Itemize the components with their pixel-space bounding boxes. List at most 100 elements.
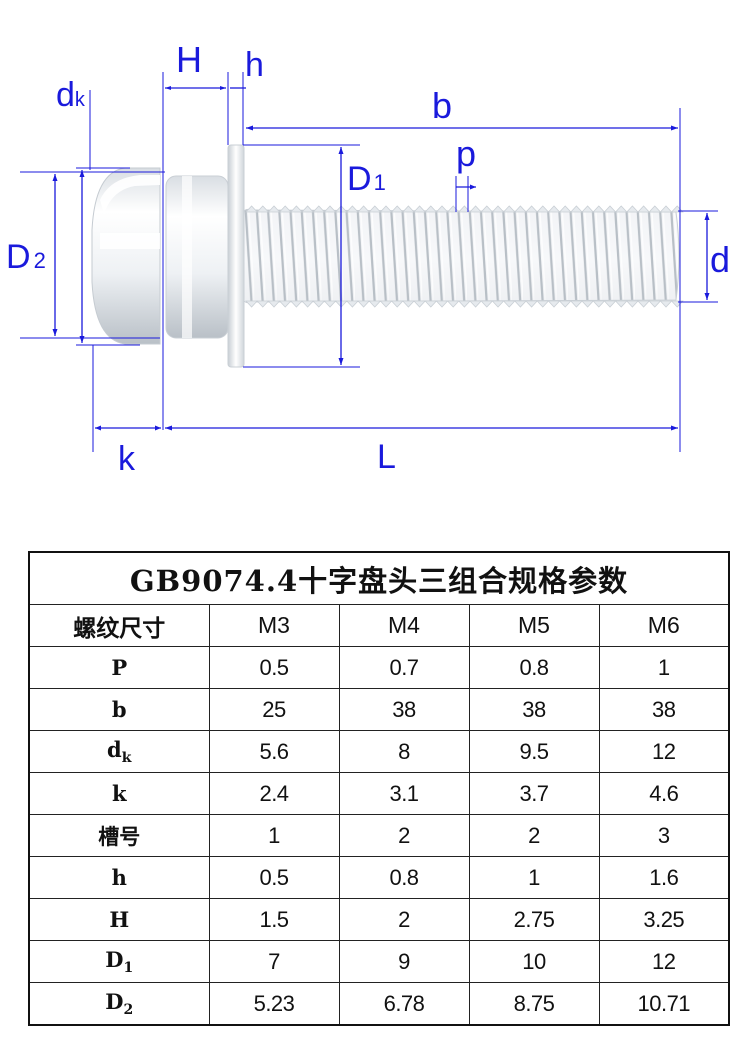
- threaded-shank: [242, 208, 680, 304]
- table-cell: 0.5: [208, 856, 340, 899]
- table-cell: 10: [468, 940, 600, 983]
- row-label: b: [28, 688, 210, 731]
- thread-tooth: [603, 205, 617, 308]
- table-title: GB9074.4十字盘头三组合规格参数: [28, 551, 730, 605]
- thread-tooth: [491, 205, 505, 308]
- thread-tooth: [357, 205, 371, 308]
- label-h: h: [245, 46, 264, 84]
- row-label-text: b: [111, 697, 127, 722]
- header-size: M4: [338, 604, 470, 647]
- thread-tooth: [659, 205, 673, 308]
- row-label-text: P: [111, 655, 128, 680]
- table-cell: 25: [208, 688, 340, 731]
- row-label-text: d: [107, 736, 122, 762]
- thread-tooth: [312, 205, 326, 308]
- row-label-text: h: [111, 865, 127, 890]
- thread-tooth: [435, 205, 449, 308]
- table-cell: 10.71: [598, 982, 730, 1026]
- table-cell: 1.6: [598, 856, 730, 899]
- table-cell: 0.8: [338, 856, 470, 899]
- table-cell: 5.23: [208, 982, 340, 1026]
- row-label: dk: [28, 730, 210, 773]
- thread-tooth: [536, 205, 550, 308]
- thread-tooth: [592, 205, 606, 308]
- thread-tooth: [525, 205, 539, 308]
- row-label-text: 槽号: [98, 823, 141, 849]
- pan-head: [91, 167, 161, 345]
- table-cell: 12: [598, 940, 730, 983]
- thread-tooth: [401, 205, 415, 308]
- table-cell: 1: [468, 856, 600, 899]
- table-header-row: 螺纹尺寸 M3 M4 M5 M6: [28, 604, 730, 647]
- spring-washer: [165, 175, 229, 339]
- row-label: 槽号: [28, 814, 210, 857]
- table-cell: 2: [468, 814, 600, 857]
- row-label: P: [28, 646, 210, 689]
- table-cell: 38: [468, 688, 600, 731]
- thread-tooth: [625, 205, 639, 308]
- table-cell: 8: [338, 730, 470, 773]
- thread-tooth: [323, 205, 337, 308]
- thread-tooth: [256, 205, 270, 308]
- table-cell: 2: [338, 898, 470, 941]
- label-L: L: [377, 438, 396, 476]
- label-dk: dk: [56, 76, 86, 114]
- table-cell: 4.6: [598, 772, 730, 815]
- thread-teeth: [245, 205, 684, 308]
- thread-tooth: [267, 205, 281, 308]
- thread-tooth: [637, 205, 651, 308]
- thread-tooth: [502, 205, 516, 308]
- thread-tooth: [424, 205, 438, 308]
- row-label-text: H: [109, 907, 130, 932]
- thread-tooth: [581, 205, 595, 308]
- table-cell: 3.1: [338, 772, 470, 815]
- table-cell: 3.25: [598, 898, 730, 941]
- row-label: D1: [28, 940, 210, 983]
- thread-tooth: [390, 205, 404, 308]
- table-cell: 1.5: [208, 898, 340, 941]
- header-thread-size: 螺纹尺寸: [28, 604, 210, 647]
- thread-tooth: [278, 205, 292, 308]
- table-cell: 2.4: [208, 772, 340, 815]
- table-cell: 2.75: [468, 898, 600, 941]
- thread-tooth: [301, 205, 315, 308]
- label-d: d: [710, 239, 730, 280]
- thread-tooth: [457, 205, 471, 308]
- table-cell: 12: [598, 730, 730, 773]
- thread-tooth: [245, 205, 259, 308]
- table-cell: 2: [338, 814, 470, 857]
- label-p: p: [456, 133, 476, 174]
- thread-tooth: [648, 205, 662, 308]
- flat-washer: [227, 144, 245, 368]
- thread-tooth: [413, 205, 427, 308]
- table-cell: 8.75: [468, 982, 600, 1026]
- thread-tooth: [569, 205, 583, 308]
- table-cell: 7: [208, 940, 340, 983]
- table-cell: 1: [598, 646, 730, 689]
- row-label-subscript: k: [121, 750, 132, 767]
- label-H: H: [176, 39, 202, 80]
- table-cell: 3.7: [468, 772, 600, 815]
- row-label: D2: [28, 982, 210, 1026]
- table-cell: 0.5: [208, 646, 340, 689]
- thread-tooth: [513, 205, 527, 308]
- row-label-text: D: [105, 946, 124, 972]
- thread-tooth: [547, 205, 561, 308]
- row-label-subscript: 2: [123, 1002, 134, 1019]
- table-cell: 9.5: [468, 730, 600, 773]
- table-cell: 38: [598, 688, 730, 731]
- row-label: H: [28, 898, 210, 941]
- table-cell: 9: [338, 940, 470, 983]
- header-size: M5: [468, 604, 600, 647]
- row-label-text: k: [111, 781, 127, 806]
- table-title-row: GB9074.4十字盘头三组合规格参数: [28, 551, 730, 605]
- label-b: b: [432, 85, 452, 126]
